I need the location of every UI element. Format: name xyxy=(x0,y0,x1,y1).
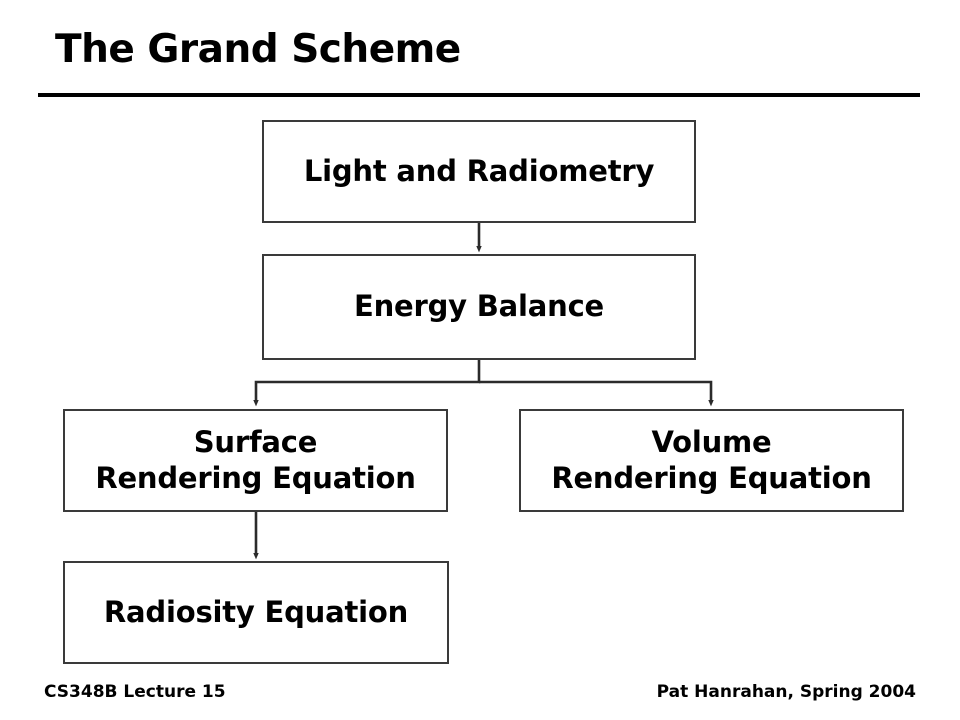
edge-energy-to-volume xyxy=(479,380,714,407)
flowchart-node-volume-rendering-equation: Volume Rendering Equation xyxy=(519,409,904,512)
node-label: Radiosity Equation xyxy=(103,594,409,629)
flowchart-node-radiosity-equation: Radiosity Equation xyxy=(63,561,449,664)
page-title: The Grand Scheme xyxy=(55,27,461,72)
title-divider xyxy=(38,93,920,97)
flowchart-node-light-and-radiometry: Light and Radiometry xyxy=(262,120,696,223)
footer-author-label: Pat Hanrahan, Spring 2004 xyxy=(656,682,916,702)
node-label: Energy Balance xyxy=(353,289,605,324)
edge-energy-to-surface xyxy=(253,360,481,407)
node-label: Volume Rendering Equation xyxy=(551,425,872,495)
flowchart-node-surface-rendering-equation: Surface Rendering Equation xyxy=(63,409,448,512)
node-label: Light and Radiometry xyxy=(303,153,655,188)
flowchart-node-energy-balance: Energy Balance xyxy=(262,254,696,360)
node-label: Surface Rendering Equation xyxy=(95,425,416,495)
footer-course-label: CS348B Lecture 15 xyxy=(44,682,226,702)
